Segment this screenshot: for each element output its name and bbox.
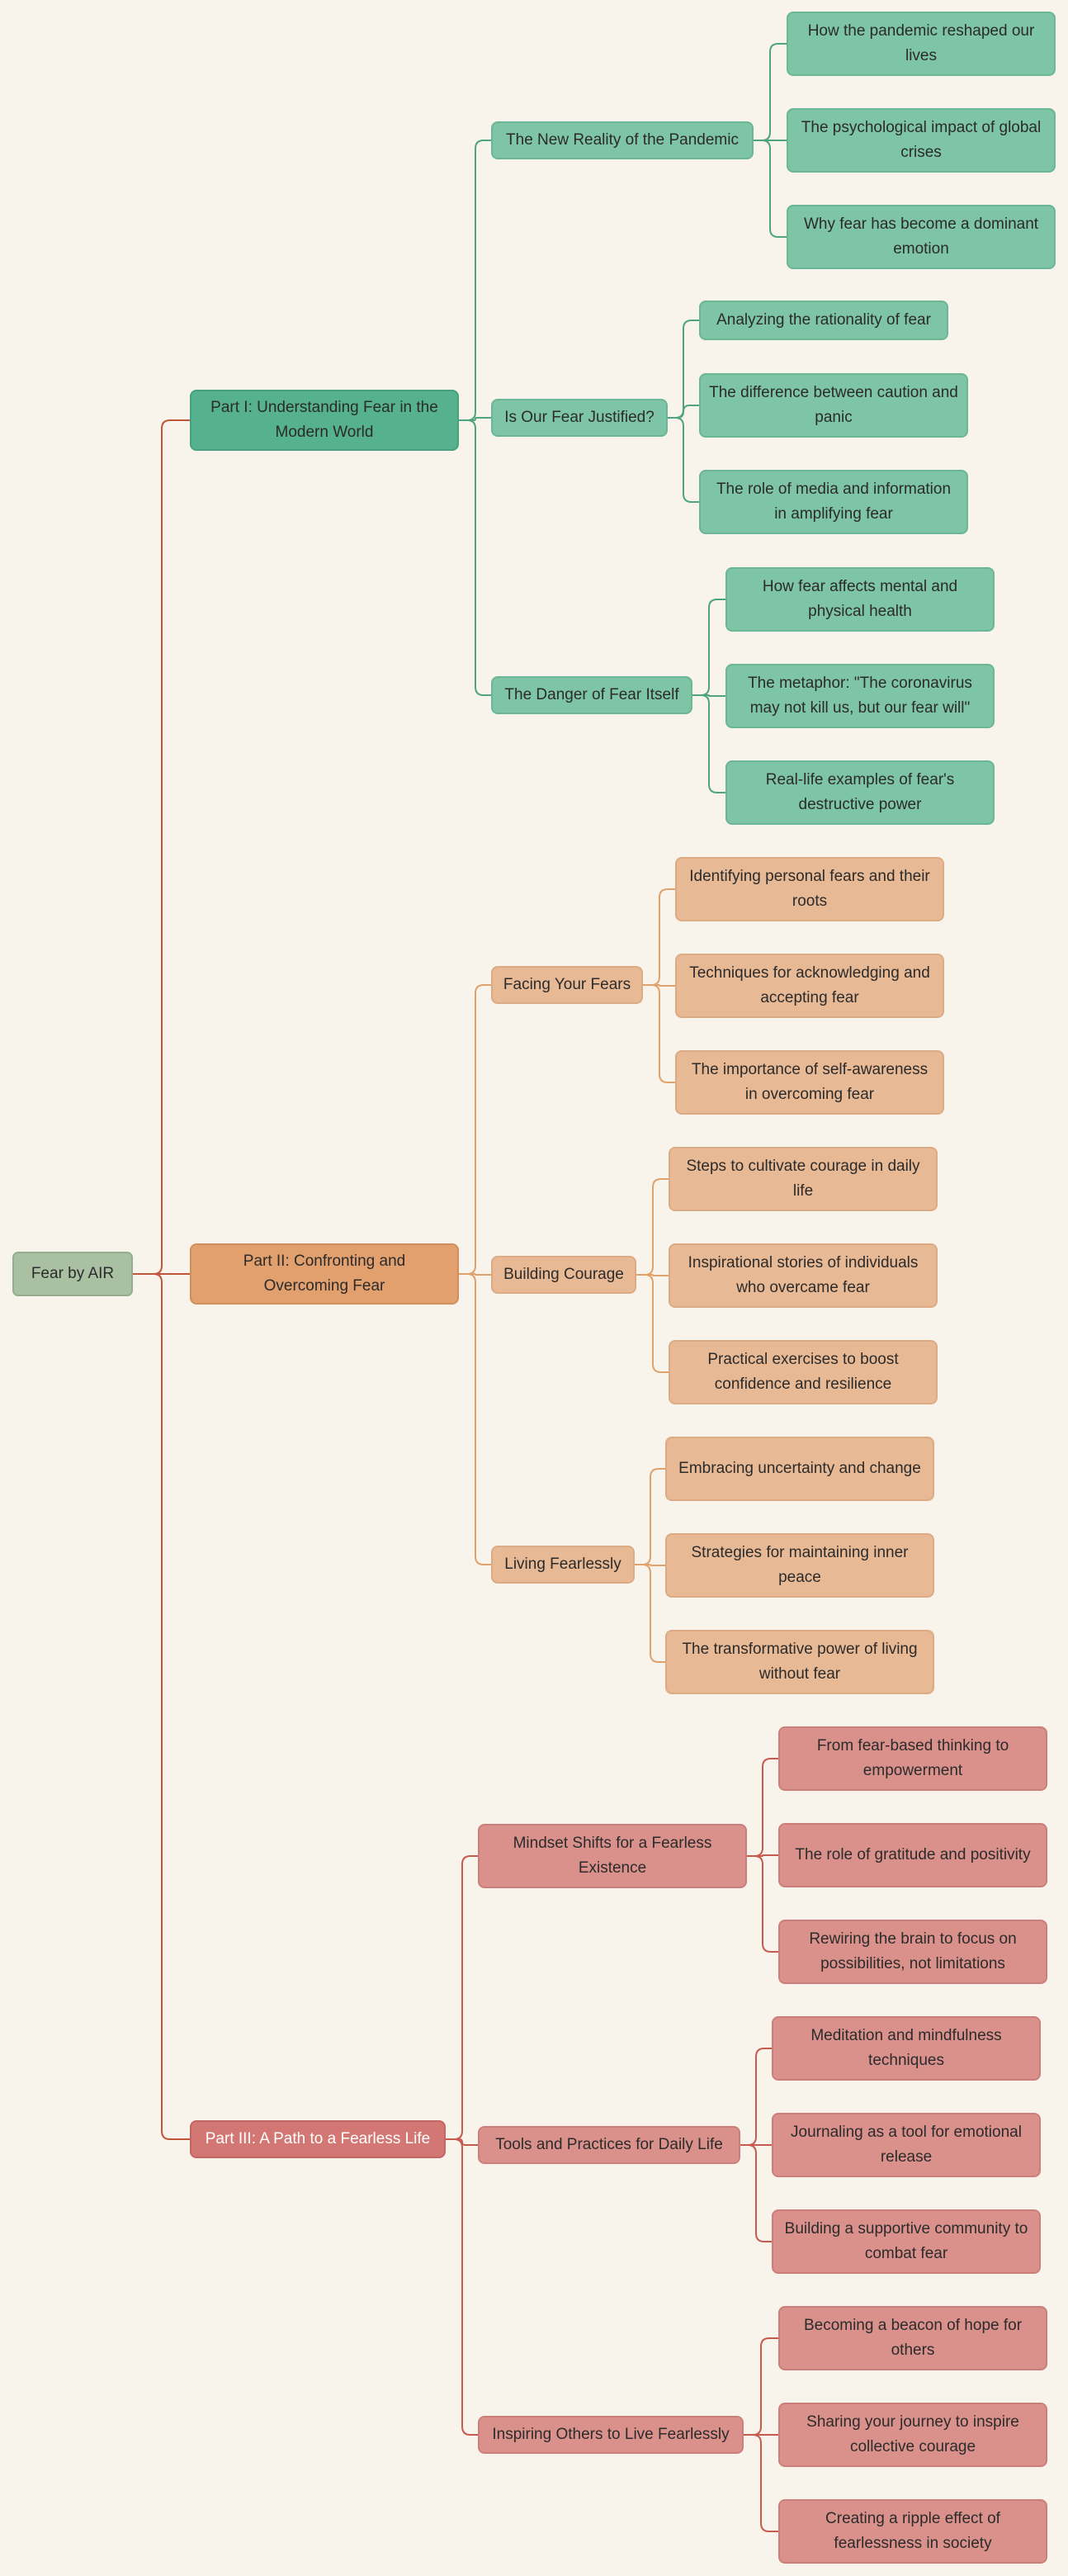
- leaf-node[interactable]: Embracing uncertainty and change: [665, 1437, 934, 1501]
- leaf-node[interactable]: Analyzing the rationality of fear: [699, 301, 948, 340]
- connector-line: [635, 1564, 665, 1663]
- leaf-node[interactable]: Meditation and mindfulness techniques: [772, 2016, 1041, 2081]
- connector-line: [133, 419, 190, 1275]
- subtopic-node[interactable]: The Danger of Fear Itself: [491, 676, 692, 714]
- connector-line: [446, 2138, 478, 2436]
- connector-line: [636, 1274, 669, 1373]
- leaf-node[interactable]: Real-life examples of fear's destructive…: [725, 760, 995, 825]
- connector-line: [668, 320, 699, 419]
- leaf-node[interactable]: Journaling as a tool for emotional relea…: [772, 2113, 1041, 2177]
- connector-line: [643, 888, 675, 986]
- connector-line: [754, 43, 787, 141]
- connector-line: [446, 1855, 478, 2140]
- connector-line: [740, 2048, 772, 2146]
- leaf-node[interactable]: From fear-based thinking to empowerment: [778, 1726, 1047, 1791]
- leaf-node[interactable]: The psychological impact of global crise…: [787, 108, 1056, 173]
- connector-line: [668, 417, 699, 503]
- leaf-node[interactable]: Becoming a beacon of hope for others: [778, 2306, 1047, 2370]
- connector-line: [459, 419, 491, 696]
- subtopic-node[interactable]: Building Courage: [491, 1256, 636, 1294]
- leaf-node[interactable]: Rewiring the brain to focus on possibili…: [778, 1920, 1047, 1984]
- leaf-node[interactable]: Building a supportive community to comba…: [772, 2209, 1041, 2274]
- leaf-node[interactable]: Strategies for maintaining inner peace: [665, 1533, 934, 1598]
- connector-line: [692, 694, 725, 697]
- connector-line: [636, 1178, 669, 1276]
- leaf-node[interactable]: The role of gratitude and positivity: [778, 1823, 1047, 1887]
- root-node[interactable]: Fear by AIR: [12, 1252, 133, 1296]
- connector-line: [747, 1758, 778, 1857]
- connector-line: [747, 1854, 778, 1857]
- subtopic-node[interactable]: The New Reality of the Pandemic: [491, 121, 754, 159]
- connector-line: [133, 1273, 190, 2140]
- leaf-node[interactable]: Steps to cultivate courage in daily life: [669, 1147, 938, 1211]
- leaf-node[interactable]: Sharing your journey to inspire collecti…: [778, 2403, 1047, 2467]
- leaf-node[interactable]: Creating a ripple effect of fearlessness…: [778, 2499, 1047, 2564]
- leaf-node[interactable]: The importance of self-awareness in over…: [675, 1050, 944, 1115]
- connector-line: [692, 599, 725, 696]
- subtopic-node[interactable]: Mindset Shifts for a Fearless Existence: [478, 1824, 747, 1888]
- connector-line: [754, 140, 787, 238]
- leaf-node[interactable]: How the pandemic reshaped our lives: [787, 12, 1056, 76]
- connector-line: [747, 1855, 778, 1953]
- leaf-node[interactable]: Why fear has become a dominant emotion: [787, 205, 1056, 269]
- connector-line: [643, 984, 675, 1083]
- connector-line: [692, 694, 725, 793]
- leaf-node[interactable]: Practical exercises to boost confidence …: [669, 1340, 938, 1404]
- connector-line: [744, 2337, 778, 2436]
- connector-line: [459, 140, 491, 421]
- subtopic-node[interactable]: Inspiring Others to Live Fearlessly: [478, 2416, 744, 2454]
- connector-line: [446, 2138, 478, 2146]
- connector-line: [668, 405, 699, 419]
- leaf-node[interactable]: Techniques for acknowledging and accepti…: [675, 954, 944, 1018]
- section-node[interactable]: Part I: Understanding Fear in the Modern…: [190, 390, 459, 451]
- subtopic-node[interactable]: Facing Your Fears: [491, 966, 643, 1004]
- section-node[interactable]: Part II: Confronting and Overcoming Fear: [190, 1243, 459, 1305]
- connector-line: [643, 984, 675, 987]
- subtopic-node[interactable]: Is Our Fear Justified?: [491, 399, 668, 437]
- subtopic-node[interactable]: Living Fearlessly: [491, 1546, 635, 1584]
- connector-line: [636, 1274, 669, 1276]
- leaf-node[interactable]: The difference between caution and panic: [699, 373, 968, 438]
- connector-line: [744, 2434, 778, 2532]
- leaf-node[interactable]: How fear affects mental and physical hea…: [725, 567, 995, 632]
- leaf-node[interactable]: Inspirational stories of individuals who…: [669, 1243, 938, 1308]
- connector-line: [459, 984, 491, 1275]
- leaf-node[interactable]: The transformative power of living witho…: [665, 1630, 934, 1694]
- leaf-node[interactable]: The metaphor: "The coronavirus may not k…: [725, 664, 995, 728]
- connector-line: [459, 1273, 491, 1276]
- section-node[interactable]: Part III: A Path to a Fearless Life: [190, 2120, 446, 2158]
- connector-line: [459, 1273, 491, 1565]
- connector-line: [635, 1468, 665, 1565]
- connector-line: [459, 417, 491, 421]
- connector-line: [740, 2144, 772, 2242]
- leaf-node[interactable]: Identifying personal fears and their roo…: [675, 857, 944, 921]
- subtopic-node[interactable]: Tools and Practices for Daily Life: [478, 2126, 740, 2164]
- leaf-node[interactable]: The role of media and information in amp…: [699, 470, 968, 534]
